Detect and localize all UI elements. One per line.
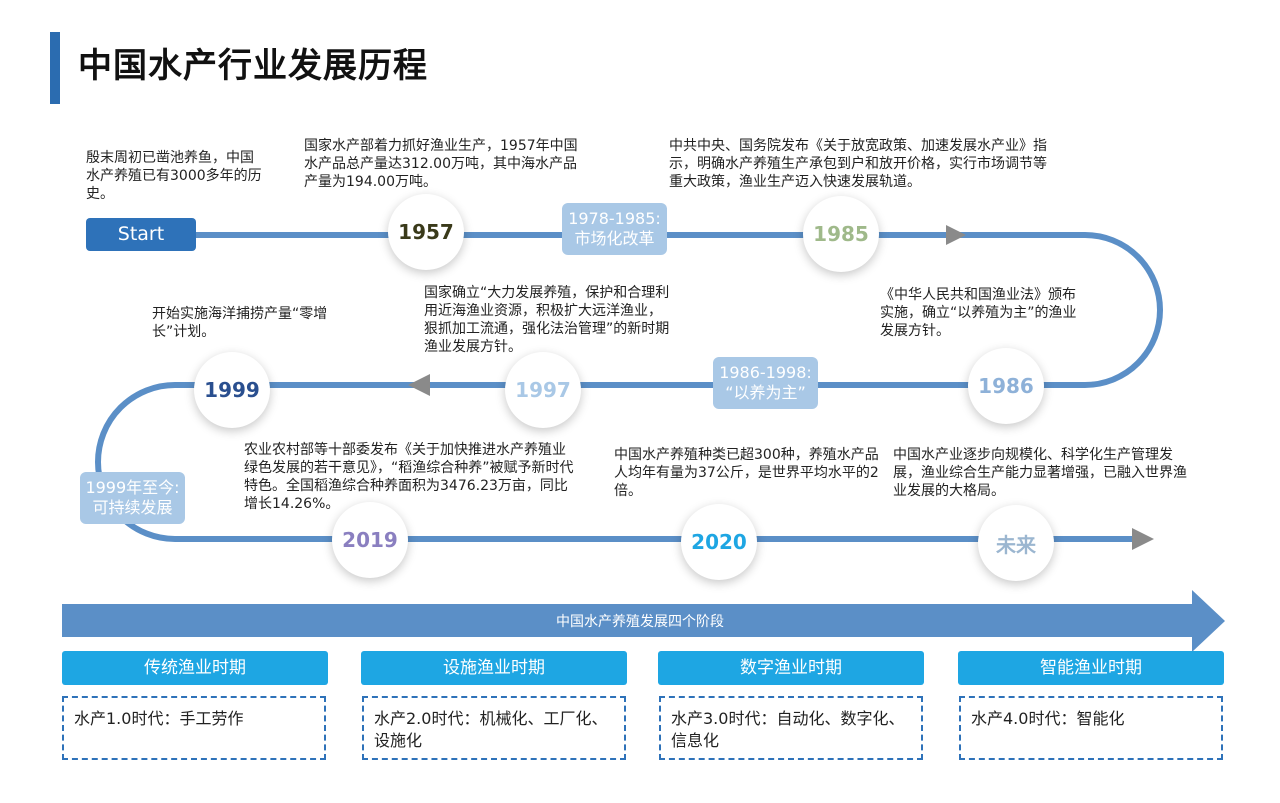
- milestone-1999-desc: 开始实施海洋捕捞产量“零增长”计划。: [152, 306, 328, 340]
- phase-title-digital: 数字渔业时期: [658, 651, 924, 685]
- phase-desc-digital: 水产3.0时代：自动化、数字化、信息化: [659, 696, 923, 760]
- milestone-node-1985: 1985: [803, 196, 879, 272]
- title-accent-bar: [50, 32, 60, 104]
- phase-desc-traditional: 水产1.0时代：手工劳作: [62, 696, 326, 760]
- phase-title-traditional: 传统渔业时期: [62, 651, 328, 685]
- phase-desc-facility: 水产2.0时代：机械化、工厂化、设施化: [362, 696, 626, 760]
- origin-text: 殷末周初已凿池养鱼，中国水产养殖已有3000多年的历史。: [86, 150, 262, 202]
- milestone-node-1997: 1997: [505, 352, 581, 428]
- milestone-node-1999: 1999: [194, 352, 270, 428]
- stages-arrow-label: 中国水产养殖发展四个阶段: [556, 614, 724, 630]
- milestone-node-1986: 1986: [968, 348, 1044, 424]
- arrow-left-icon: [408, 374, 430, 396]
- milestone-1957-desc: 国家水产部着力抓好渔业生产，1957年中国水产品总产量达312.00万吨，其中海…: [304, 138, 578, 190]
- phase-title-facility: 设施渔业时期: [361, 651, 627, 685]
- milestone-node-future: 未来: [978, 505, 1054, 581]
- milestone-1985-desc: 中共中央、国务院发布《关于放宽政策、加速发展水产业》指示，明确水产养殖生产承包到…: [669, 138, 1047, 190]
- stages-big-arrow: [62, 590, 1225, 652]
- start-label: Start: [86, 218, 196, 251]
- milestone-node-2020: 2020: [681, 504, 757, 580]
- milestone-2020-desc: 中国水产养殖种类已超300种，养殖水产品人均年有量为37公斤，是世界平均水平的2…: [614, 447, 879, 499]
- arrow-end-icon: [1132, 528, 1154, 550]
- milestone-node-2019: 2019: [332, 502, 408, 578]
- milestone-2019-desc: 农业农村部等十部委发布《关于加快推进水产养殖业绿色发展的若干意见》，“稻渔综合种…: [244, 442, 574, 512]
- page-title: 中国水产行业发展历程: [78, 46, 428, 86]
- phase-desc-smart: 水产4.0时代：智能化: [959, 696, 1223, 760]
- milestone-future-desc: 中国水产业逐步向规模化、科学化生产管理发展，渔业综合生产能力显著增强，已融入世界…: [893, 447, 1187, 499]
- milestone-1997-desc: 国家确立“大力发展养殖，保护和合理利用近海渔业资源，积极扩大远洋渔业，狠抓加工流…: [424, 285, 670, 355]
- stage-label-1978-1985: 1978-1985: 市场化改革: [562, 203, 667, 255]
- arrow-right-icon: [946, 225, 966, 245]
- milestone-1986-desc: 《中华人民共和国渔业法》颁布实施，确立“以养殖为主”的渔业发展方针。: [880, 287, 1077, 339]
- milestone-node-1957: 1957: [388, 194, 464, 270]
- phase-title-smart: 智能渔业时期: [958, 651, 1224, 685]
- stage-label-1999-now: 1999年至今: 可持续发展: [80, 472, 185, 524]
- stage-label-1986-1998: 1986-1998: “以养为主”: [713, 357, 818, 409]
